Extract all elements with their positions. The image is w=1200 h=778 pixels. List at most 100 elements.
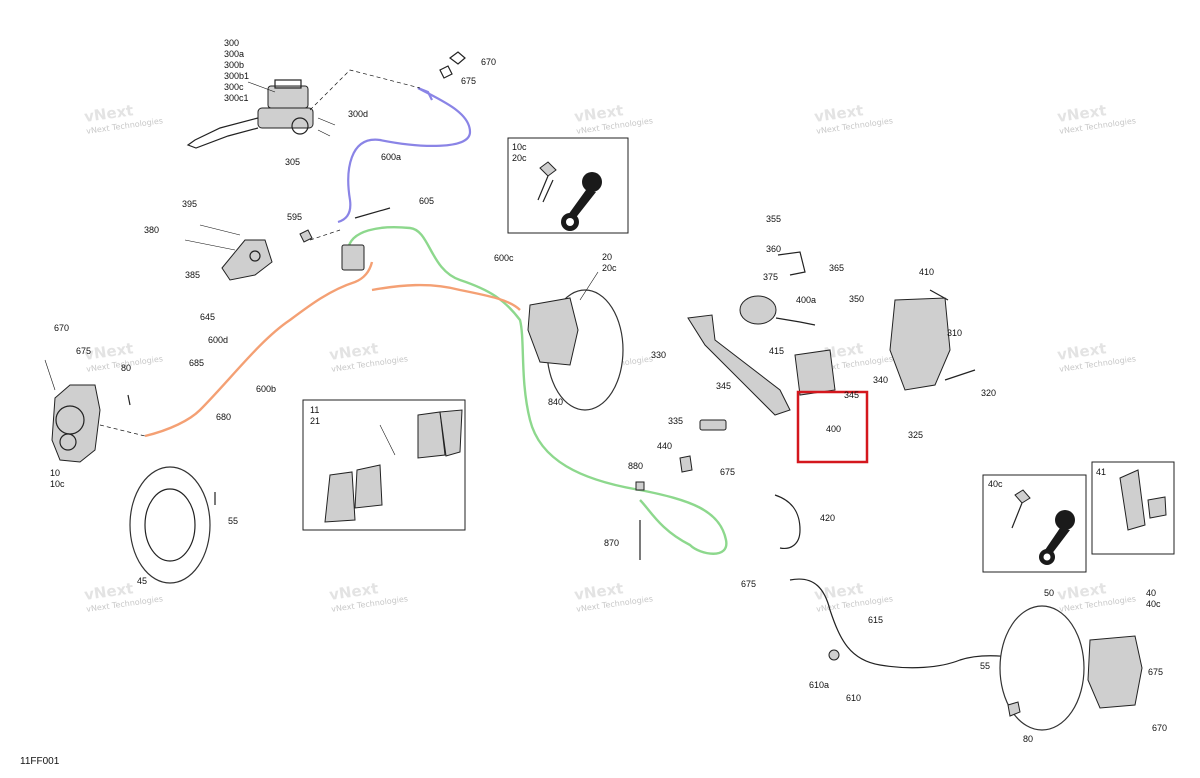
part-labels: 300 300a 300b 300b1 300c 300c1 305 300d … [50,38,1167,744]
brake-line-600c[interactable] [346,226,728,555]
part-label: 330 [651,350,666,360]
part-label: 600a [381,152,401,162]
part-label: 400 [826,424,841,434]
banjo-bolt-610a[interactable] [828,649,840,661]
brake-pads-11[interactable] [324,464,383,523]
part-label: 675 [741,579,756,589]
part-label: 55 [980,661,990,671]
part-label: 395 [182,199,197,209]
brake-pedal-330[interactable] [687,314,791,416]
part-label: 645 [200,312,215,322]
brake-line-orange-right[interactable] [371,283,521,311]
sensor-440[interactable] [679,455,693,473]
part-label: 10c [512,142,527,152]
rear-brake-pads-41[interactable] [1119,469,1167,531]
part-label: 680 [216,412,231,422]
bolt-320[interactable] [944,369,976,381]
rear-reservoir-400a[interactable] [739,295,816,326]
part-label: 300d [348,109,368,119]
rear-master-cylinder-400[interactable] [794,349,836,396]
part-label: 21 [310,416,320,426]
part-label: 675 [1148,667,1163,677]
part-label: 335 [668,416,683,426]
part-label: 50 [1044,588,1054,598]
part-label: 410 [919,267,934,277]
highlight-box-400 [796,390,869,464]
part-label: 80 [1023,734,1033,744]
rear-brake-disc-50[interactable] [999,605,1085,731]
part-label: 675 [720,467,735,477]
mounting-bracket-310[interactable] [889,297,951,391]
part-label: 605 [419,196,434,206]
part-label: 40 [1146,588,1156,598]
part-label: 610 [846,693,861,703]
part-label: 300b [224,60,244,70]
part-label: 80 [121,363,131,373]
part-label: 20c [512,153,527,163]
front-right-caliper-20[interactable] [527,297,579,366]
part-label: 45 [137,576,147,586]
part-label: 610a [809,680,829,690]
brake-distribution-block[interactable] [341,244,365,271]
bleeder-screw-40c[interactable] [1011,489,1031,529]
part-label: 375 [763,272,778,282]
part-label: 320 [981,388,996,398]
pin-335[interactable] [699,419,727,431]
brake-pads-21[interactable] [417,409,463,459]
bolt-670-top[interactable] [439,51,466,79]
part-label: 325 [908,430,923,440]
bolt-80-rear[interactable] [1007,701,1021,717]
diagram-code: 11FF001 [20,756,60,767]
clip-880[interactable] [635,481,645,491]
part-label: 40c [988,479,1003,489]
part-label: 365 [829,263,844,273]
part-label: 300 [224,38,239,48]
bolt-605[interactable] [354,207,391,219]
part-label: 300a [224,49,244,59]
bleeder-screw[interactable] [537,161,557,203]
part-label: 20 [602,252,612,262]
part-label: 300c1 [224,93,249,103]
bleeder-cap[interactable] [561,172,602,231]
front-left-caliper[interactable] [51,384,101,463]
part-label: 670 [1152,723,1167,733]
part-label: 600c [494,253,514,263]
part-label: 840 [548,397,563,407]
part-label: 385 [185,270,200,280]
front-brake-disc-45[interactable] [129,466,211,584]
part-label: 310 [947,328,962,338]
part-label: 11 [310,405,319,415]
leader-dashed [309,69,421,111]
rear-caliper-40[interactable] [1087,635,1143,709]
part-label: 600b [256,384,276,394]
brake-line-600a-upper[interactable] [417,86,433,101]
part-label: 345 [716,381,731,391]
bolt-595[interactable] [299,229,313,243]
part-label: 615 [868,615,883,625]
brake-line-600a[interactable] [337,87,472,224]
part-label: 600d [208,335,228,345]
wheel-speed-sensor-420[interactable] [774,494,801,550]
part-label: 675 [76,346,91,356]
part-label: 440 [657,441,672,451]
part-label: 670 [481,57,496,67]
part-label: 41 [1096,467,1106,477]
bracket-360[interactable] [777,251,806,276]
part-label: 420 [820,513,835,523]
part-label: 20c [602,263,617,273]
part-label: 400a [796,295,816,305]
part-label: 415 [769,346,784,356]
part-label: 870 [604,538,619,548]
bolt-80-left[interactable] [127,394,131,406]
part-label: 300b1 [224,71,249,81]
handlebar-master-cylinder[interactable] [186,79,314,149]
rear-brake-line-610[interactable] [789,578,1061,669]
part-label: 880 [628,461,643,471]
parking-brake-bracket[interactable] [221,239,273,281]
bleeder-cap-40c[interactable] [1039,510,1075,565]
part-label: 685 [189,358,204,368]
part-label: 675 [461,76,476,86]
bolt-410[interactable] [929,289,949,301]
brake-line-600b[interactable] [144,261,374,438]
